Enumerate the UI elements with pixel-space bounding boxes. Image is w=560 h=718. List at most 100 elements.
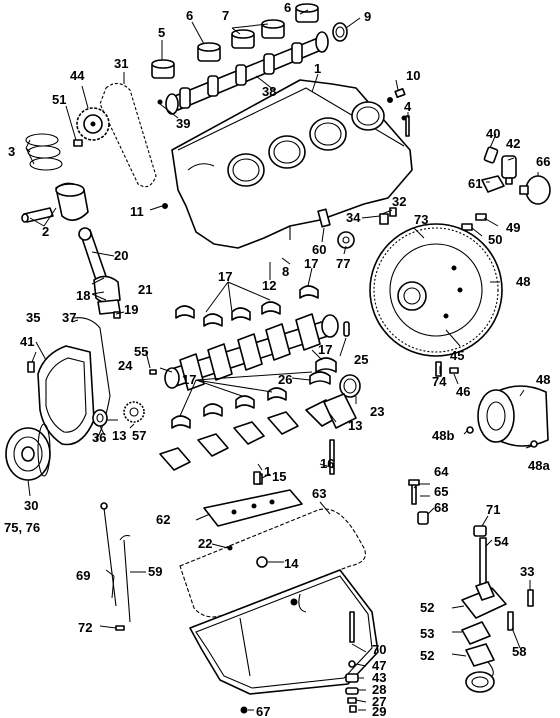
callout-14: 14 [284, 556, 299, 571]
callout-68: 68 [434, 500, 448, 515]
pump-bolt-33 [527, 589, 534, 607]
rear-main-seal [339, 374, 361, 398]
bolt-29 [349, 705, 357, 713]
callout-4: 4 [404, 99, 412, 114]
callout-67: 67 [256, 704, 270, 718]
plug-11 [162, 203, 168, 209]
callout-36: 36 [92, 430, 106, 445]
callout-3: 3 [8, 144, 15, 159]
callout-51: 51 [52, 92, 66, 107]
callout-19: 19 [124, 302, 138, 317]
cam-bearing-6-top [295, 3, 319, 23]
cam-bearing-5 [151, 59, 175, 79]
timing-chain [99, 82, 157, 188]
sensor-32 [389, 207, 397, 217]
callout-17-thrust: 17 [318, 342, 332, 357]
callout-53: 53 [420, 626, 434, 641]
washer-28 [345, 687, 359, 695]
pump-bolt-58 [507, 611, 514, 631]
callout-48-converter: 48 [536, 372, 550, 387]
pump-stud-64 [408, 479, 420, 505]
cam-plug-9 [332, 22, 348, 42]
callout-27: 27 [372, 694, 386, 709]
callout-54: 54 [494, 534, 509, 549]
callout-42: 42 [506, 136, 520, 151]
callout-2: 2 [42, 224, 49, 239]
callout-57: 57 [132, 428, 146, 443]
callout-71: 71 [486, 502, 500, 517]
callout-17-lower: 17 [182, 372, 196, 387]
callout-52-pickup: 52 [420, 648, 434, 663]
callout-44: 44 [70, 68, 85, 83]
nut-27 [347, 697, 357, 704]
callout-10: 10 [406, 68, 420, 83]
callout-40: 40 [486, 126, 500, 141]
windage-tray [203, 489, 303, 527]
bolt-41 [27, 361, 35, 373]
callout-52-pump: 52 [420, 600, 434, 615]
callout-55: 55 [134, 344, 148, 359]
callout-43: 43 [372, 670, 386, 685]
knock-sensor-60 [317, 208, 331, 228]
bearing-26 [309, 371, 331, 385]
connecting-rod [78, 227, 121, 319]
sensor-77 [337, 231, 355, 249]
bolt-46 [449, 367, 459, 374]
callout-28: 28 [372, 682, 386, 697]
callout-25: 25 [354, 352, 368, 367]
oil-pan-gasket [179, 508, 366, 618]
callout-6-top: 6 [284, 0, 291, 15]
callout-1: 1 [314, 61, 321, 76]
callout-31: 31 [114, 56, 128, 71]
callout-30: 30 [24, 498, 38, 513]
callout-64: 64 [434, 464, 449, 479]
callout-12: 12 [262, 278, 276, 293]
callout-47: 47 [372, 658, 386, 673]
sender-42 [501, 155, 517, 185]
washer-47 [348, 660, 356, 668]
nut-48a [530, 440, 538, 448]
callout-69: 69 [76, 568, 90, 583]
cam-bearing-6 [197, 42, 221, 62]
cam-bearing-7a [231, 29, 255, 49]
nut-43 [345, 673, 359, 683]
callout-5: 5 [158, 25, 165, 40]
dipstick [100, 502, 117, 607]
upper-main-bearings [175, 301, 281, 327]
oil-seal-36 [92, 409, 108, 427]
plug-34 [379, 213, 389, 225]
pump-bushing-68 [417, 511, 429, 525]
drain-nut-14 [256, 556, 268, 568]
callout-23: 23 [370, 404, 384, 419]
callout-15: 15 [272, 469, 286, 484]
callout-8: 8 [282, 264, 289, 279]
callout-13-front: 13 [112, 428, 126, 443]
sender-61 [481, 175, 505, 193]
pickup-tube-52 [465, 643, 495, 693]
bolt-50 [461, 223, 473, 231]
clip-72 [115, 625, 125, 631]
callout-60: 60 [312, 242, 326, 257]
callout-45: 45 [450, 348, 464, 363]
stud-70 [349, 611, 355, 643]
callout-61: 61 [468, 176, 482, 191]
timing-cover-gasket [73, 317, 111, 441]
callout-11: 11 [130, 204, 144, 219]
callout-39: 39 [176, 116, 190, 131]
callout-38: 38 [262, 84, 276, 99]
drain-plug-67 [240, 706, 248, 714]
bolt-74 [435, 361, 442, 377]
main-bearing-caps [159, 399, 341, 471]
callout-13: 13 [348, 418, 362, 433]
callout-58: 58 [512, 644, 526, 659]
piston [55, 182, 89, 221]
torque-converter [477, 385, 549, 447]
callout-48-flywheel: 48 [516, 274, 530, 289]
camshaft [165, 31, 329, 115]
callout-33: 33 [520, 564, 534, 579]
callout-72: 72 [78, 620, 92, 635]
callout-48a: 48a [528, 458, 550, 473]
dowel-10 [394, 88, 406, 98]
cam-sprocket [76, 107, 110, 141]
callout-16: 16 [320, 456, 334, 471]
